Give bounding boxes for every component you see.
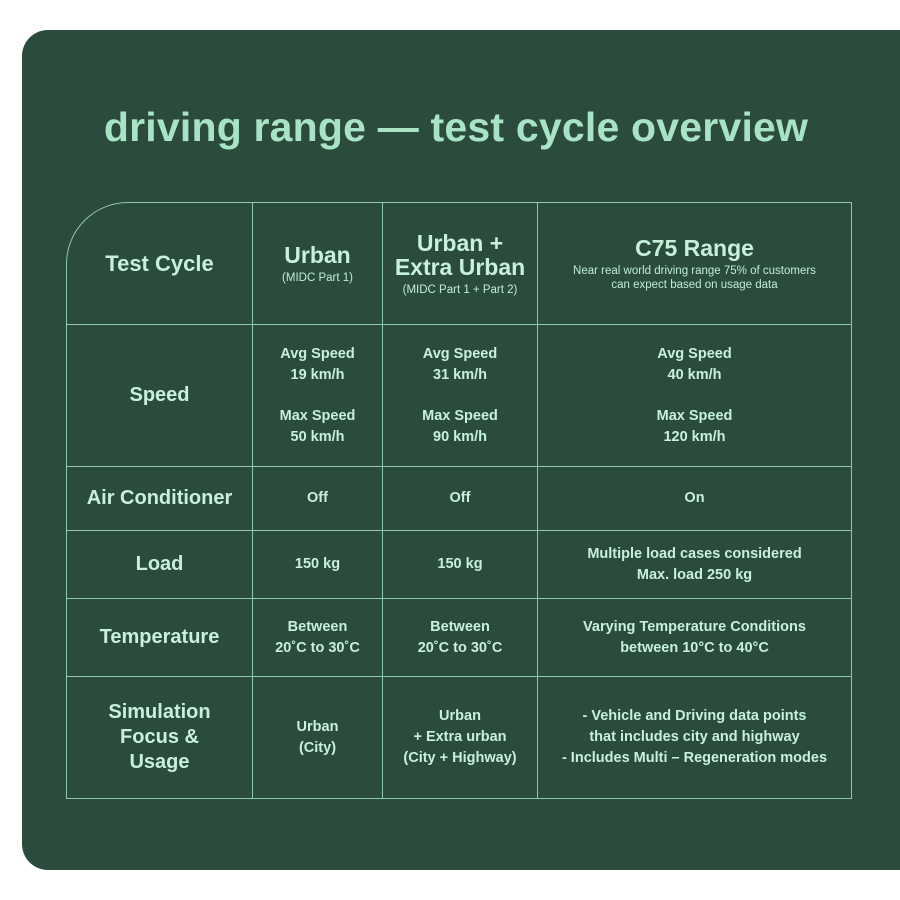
cell-temperature-urban: Between 20˚C to 30˚C (253, 599, 383, 677)
cell-load-urban: 150 kg (253, 531, 383, 599)
simulation-c75-line2: that includes city and highway (589, 729, 800, 745)
simulation-extra-line1: Urban (439, 708, 481, 724)
cell-load-extra-urban: 150 kg (383, 531, 538, 599)
row-label-air-conditioner: Air Conditioner (86, 487, 233, 509)
temperature-urban-line2: 20˚C to 30˚C (275, 639, 360, 656)
row-header-test-cycle: Test Cycle (105, 251, 214, 276)
cell-ac-extra-urban: Off (383, 467, 538, 531)
column-subtitle-c75-line2: can expect based on usage data (611, 278, 778, 291)
simulation-c75-line3: - Includes Multi – Regeneration modes (561, 750, 828, 766)
temperature-c75-line1: Varying Temperature Conditions (583, 618, 806, 635)
header-cell-test-cycle: Test Cycle (66, 202, 253, 325)
header-cell-c75: C75 Range Near real world driving range … (538, 202, 852, 325)
column-subtitle-c75-line1: Near real world driving range 75% of cus… (573, 264, 816, 277)
max-speed-label: Max Speed (422, 407, 498, 424)
overview-card (22, 30, 900, 870)
column-title-c75: C75 Range (635, 234, 754, 261)
column-subtitle-extra-urban: (MIDC Part 1 + Part 2) (402, 283, 518, 296)
row-label-temperature: Temperature (99, 626, 220, 648)
cell-temperature-c75: Varying Temperature Conditions between 1… (538, 599, 852, 677)
cell-load-c75: Multiple load cases considered Max. load… (538, 531, 852, 599)
avg-speed-label: Avg Speed (422, 345, 498, 362)
load-c75-line2: Max. load 250 kg (636, 566, 753, 583)
cell-simulation-urban: Urban (City) (253, 677, 383, 799)
cell-ac-urban: Off (253, 467, 383, 531)
max-speed-label: Max Speed (656, 407, 733, 424)
max-speed-value: 50 km/h (290, 428, 345, 445)
row-label-simulation-line1: Simulation (108, 701, 211, 723)
table-row-air-conditioner: Air Conditioner Off Off On (66, 467, 852, 531)
row-label-cell-temperature: Temperature (66, 599, 253, 677)
table-row-speed: Speed Avg Speed 19 km/h Max Speed 50 km/… (66, 325, 852, 467)
table-row-temperature: Temperature Between 20˚C to 30˚C Between… (66, 599, 852, 677)
header-cell-urban: Urban (MIDC Part 1) (253, 202, 383, 325)
table-row-header: Test Cycle Urban (MIDC Part 1) Urban + E… (66, 202, 852, 325)
temperature-c75-line2: between 10°C to 40°C (620, 639, 769, 656)
header-cell-extra-urban: Urban + Extra Urban (MIDC Part 1 + Part … (383, 202, 538, 325)
row-label-simulation-line2: Focus & (120, 726, 199, 748)
cell-speed-extra-urban: Avg Speed 31 km/h Max Speed 90 km/h (383, 325, 538, 467)
avg-speed-value: 40 km/h (667, 366, 722, 383)
simulation-extra-line3: (City + Highway) (403, 750, 517, 766)
avg-speed-label: Avg Speed (280, 345, 355, 362)
row-label-cell-speed: Speed (66, 325, 253, 467)
max-speed-value: 120 km/h (663, 428, 726, 445)
table-row-load: Load 150 kg 150 kg Multiple load cases c… (66, 531, 852, 599)
load-c75-line1: Multiple load cases considered (587, 545, 802, 562)
simulation-extra-line2: + Extra urban (413, 729, 507, 745)
max-speed-label: Max Speed (279, 407, 356, 424)
test-cycle-table: Test Cycle Urban (MIDC Part 1) Urban + E… (66, 202, 852, 799)
cell-ac-c75: On (538, 467, 852, 531)
temperature-extra-line1: Between (430, 618, 490, 635)
row-label-load: Load (135, 553, 184, 575)
simulation-urban-line1: Urban (296, 718, 339, 735)
cell-simulation-c75: - Vehicle and Driving data points that i… (538, 677, 852, 799)
column-subtitle-urban: (MIDC Part 1) (282, 271, 353, 284)
cell-speed-urban: Avg Speed 19 km/h Max Speed 50 km/h (253, 325, 383, 467)
table-row-simulation: Simulation Focus & Usage Urban (City) Ur… (66, 677, 852, 799)
column-title-extra-urban-line1: Urban + (416, 229, 504, 256)
simulation-urban-line2: (City) (298, 739, 337, 756)
cell-simulation-extra-urban: Urban + Extra urban (City + Highway) (383, 677, 538, 799)
row-label-cell-simulation: Simulation Focus & Usage (66, 677, 253, 799)
cell-speed-c75: Avg Speed 40 km/h Max Speed 120 km/h (538, 325, 852, 467)
row-label-speed: Speed (129, 384, 190, 406)
column-title-urban: Urban (284, 241, 351, 268)
row-label-cell-load: Load (66, 531, 253, 599)
max-speed-value: 90 km/h (433, 428, 487, 445)
page-title: driving range — test cycle overview (103, 104, 809, 150)
cell-temperature-extra-urban: Between 20˚C to 30˚C (383, 599, 538, 677)
temperature-extra-line2: 20˚C to 30˚C (417, 639, 503, 656)
avg-speed-value: 19 km/h (290, 366, 345, 383)
temperature-urban-line1: Between (287, 618, 348, 635)
row-label-cell-air-conditioner: Air Conditioner (66, 467, 253, 531)
avg-speed-label: Avg Speed (657, 345, 732, 362)
column-title-extra-urban-line2: Extra Urban (394, 253, 526, 280)
avg-speed-value: 31 km/h (433, 366, 487, 383)
simulation-c75-line1: - Vehicle and Driving data points (582, 708, 807, 724)
row-label-simulation-line3: Usage (129, 751, 190, 773)
